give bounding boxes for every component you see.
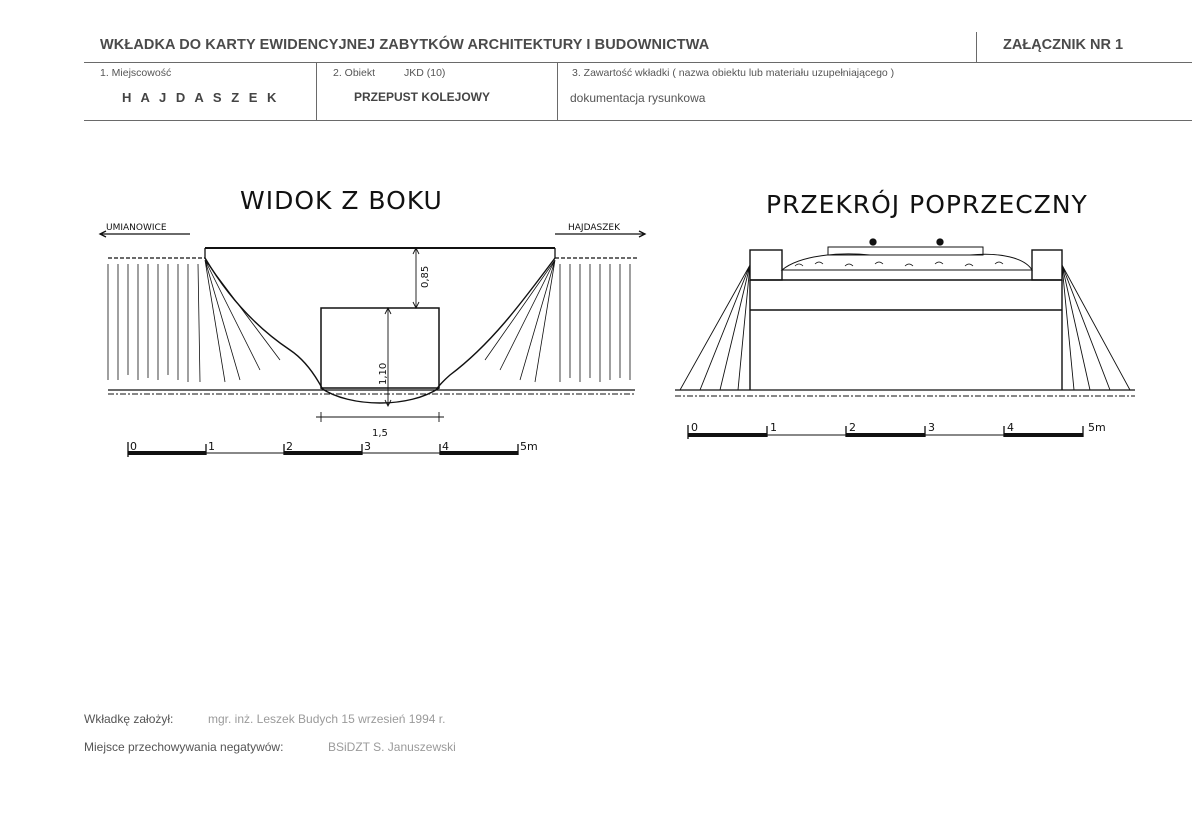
dim-top-label: 0,85 xyxy=(420,266,431,288)
side-scale-4: 4 xyxy=(442,440,449,453)
dim-width-label: 1,5 xyxy=(372,428,388,439)
cross-scale-0: 0 xyxy=(691,421,698,434)
side-scale-2: 2 xyxy=(286,440,293,453)
cross-scale-3: 3 xyxy=(928,421,935,434)
object-value: PRZEPUST KOLEJOWY xyxy=(354,90,491,104)
contents-label: 3. Zawartość wkładki ( nazwa obiektu lub… xyxy=(572,67,895,79)
side-scale-1: 1 xyxy=(208,440,215,453)
cross-scale-2: 2 xyxy=(849,421,856,434)
field-divider-1 xyxy=(316,62,317,120)
cross-scale-1: 1 xyxy=(770,421,777,434)
storage-value: BSiDZT S. Januszewski xyxy=(328,740,456,754)
cross-section-title: PRZEKRÓJ POPRZECZNY xyxy=(766,190,1088,219)
side-scale-3: 3 xyxy=(364,440,371,453)
card-title: WKŁADKA DO KARTY EWIDENCYJNEJ ZABYTKÓW A… xyxy=(100,37,710,53)
side-scale-0: 0 xyxy=(130,440,137,453)
right-direction-label: HAJDASZEK xyxy=(568,223,621,233)
locality-label: 1. Miejscowość xyxy=(100,67,172,79)
side-scale-5: 5m xyxy=(520,440,538,453)
field-divider-2 xyxy=(557,62,558,120)
cross-scale-4: 4 xyxy=(1007,421,1014,434)
locality-value: H A J D A S Z E K xyxy=(122,90,280,105)
created-by-value: mgr. inż. Leszek Budych 15 wrzesień 1994… xyxy=(208,712,446,726)
object-label: 2. Obiekt xyxy=(333,67,376,79)
header-divider xyxy=(976,32,977,62)
fields-rule xyxy=(84,120,1192,121)
attachment-number: ZAŁĄCZNIK NR 1 xyxy=(1003,37,1124,53)
cross-scale-5: 5m xyxy=(1088,421,1106,434)
contents-value: dokumentacja rysunkowa xyxy=(570,91,706,105)
cross-section-drawing: 0 1 2 3 4 5m xyxy=(675,238,1135,439)
left-direction-label: UMIANOWICE xyxy=(106,223,167,233)
header-rule xyxy=(84,62,1192,63)
side-view-drawing: UMIANOWICE HAJDASZEK 0,85 xyxy=(98,223,647,457)
object-code: JKD (10) xyxy=(404,67,446,79)
side-view-title: WIDOK Z BOKU xyxy=(240,186,443,215)
storage-label: Miejsce przechowywania negatywów: xyxy=(84,740,284,754)
created-by-label: Wkładkę założył: xyxy=(84,712,174,726)
dim-height-label: 1,10 xyxy=(378,363,389,385)
